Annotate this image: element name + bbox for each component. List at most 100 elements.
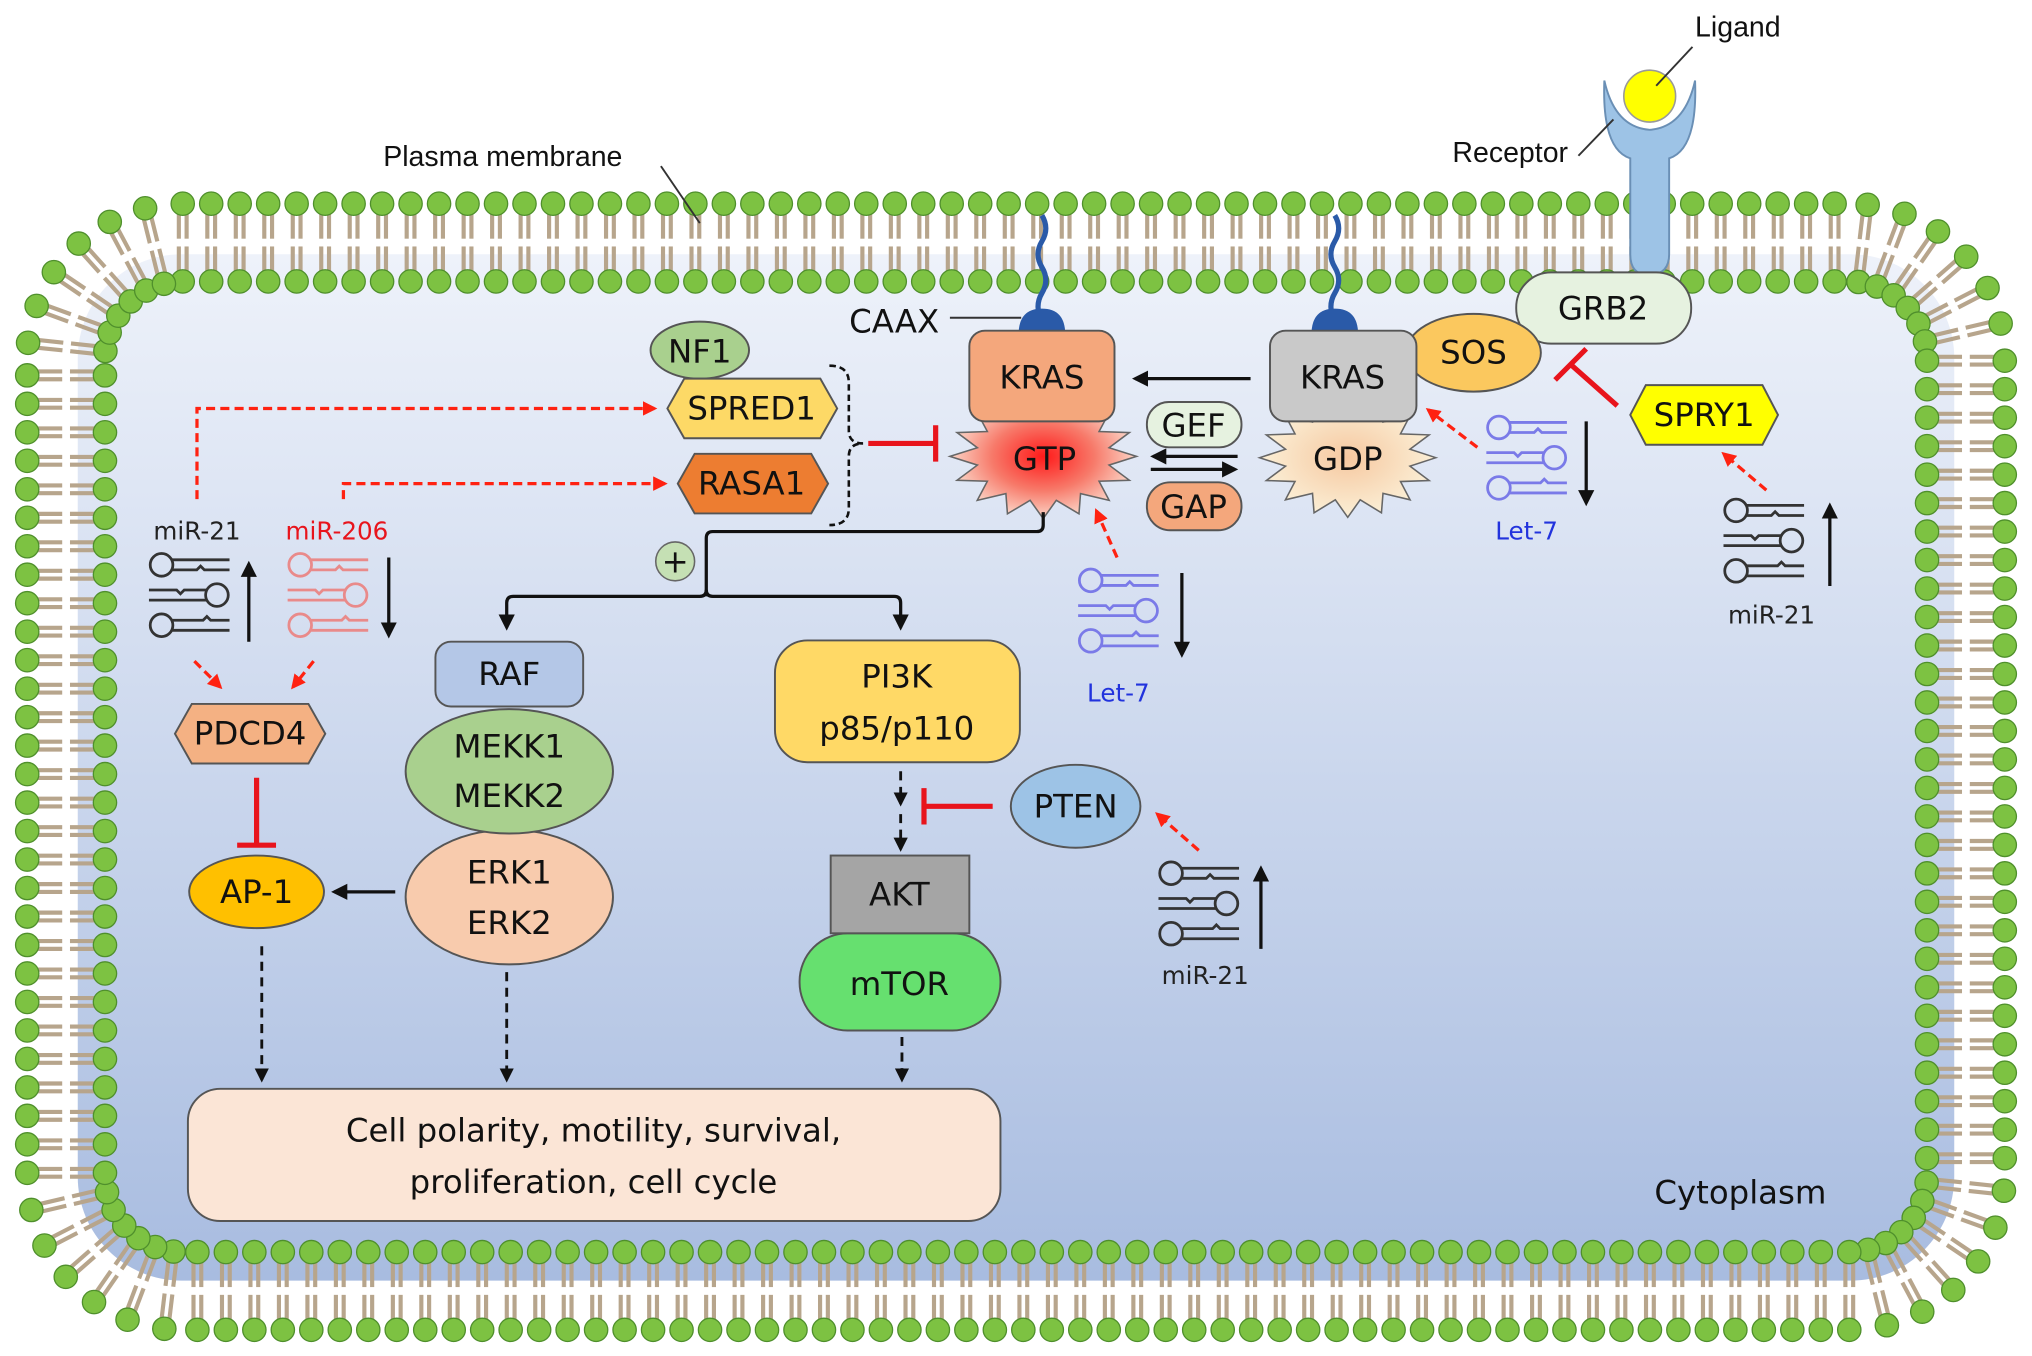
lipid-head (1836, 1239, 1862, 1265)
gap-node (1145, 481, 1243, 532)
lipid-head (512, 269, 537, 294)
lipid-tail (1872, 1291, 1883, 1317)
lipid-tail (83, 1216, 108, 1232)
plasma-membrane-label: Plasma membrane (383, 141, 622, 173)
receptor-pointer (1577, 118, 1615, 157)
lipid-head (1252, 269, 1278, 294)
lipid-head (1914, 832, 1940, 858)
lipid-head (1381, 1317, 1406, 1343)
lipid-head (1580, 1317, 1606, 1343)
lipid-head (14, 932, 40, 958)
lipid-head (469, 1239, 495, 1265)
lipid-head (92, 961, 118, 986)
lipid-head (1914, 690, 1940, 715)
lipid-tail (1901, 267, 1919, 291)
lipid-head (796, 191, 822, 217)
gtp-label: GTP (1013, 440, 1076, 478)
lipid-head (92, 818, 118, 844)
lipid-tail (1932, 1198, 1958, 1212)
lipid-tail (1928, 309, 1953, 325)
kras-gtp-label: KRAS (999, 358, 1084, 396)
lipid-head (1138, 191, 1164, 217)
activation-plus-badge (654, 541, 696, 582)
let7-gdp-label: Let-7 (1495, 516, 1558, 545)
lipid-head (1914, 1003, 1940, 1029)
lipid-head (1914, 1031, 1940, 1057)
lipid-head (1793, 191, 1819, 217)
gdp-label: GDP (1313, 440, 1383, 478)
lipid-tail (124, 260, 140, 285)
lipid-head (92, 1160, 118, 1186)
lipid-head (697, 1317, 723, 1343)
lipid-head (640, 1239, 666, 1265)
lipid-tail (1880, 1289, 1891, 1315)
lipid-head (1992, 462, 2018, 487)
lipid-head (92, 875, 118, 901)
lipid-tail (1857, 214, 1865, 240)
lipid-head (1925, 219, 1951, 244)
mir21-targets-spred1 (195, 401, 658, 500)
lipid-head (1914, 490, 1940, 516)
lipid-head (825, 269, 851, 294)
lipid-head (1409, 1317, 1435, 1343)
lipid-head (1914, 604, 1940, 630)
lipid-tail (1913, 236, 1931, 260)
lipid-head (1751, 1317, 1777, 1343)
lipid-tail (79, 1209, 104, 1225)
lipid-head (92, 1046, 118, 1072)
lipid-head (255, 269, 281, 294)
lipid-head (14, 818, 40, 844)
lipid-head (1992, 1145, 2018, 1171)
lipid-head (53, 1264, 79, 1290)
lipid-head (882, 269, 908, 294)
lipid-head (355, 1317, 381, 1343)
lipid-head (1181, 1239, 1207, 1265)
lipid-head (92, 476, 118, 502)
lipid-head (1067, 1317, 1093, 1343)
lipid-head (740, 191, 765, 217)
lipid-tail (1935, 259, 1958, 279)
pten-inhibits-akt (921, 788, 993, 825)
lipid-head (1914, 376, 1940, 402)
lipid-head (426, 191, 452, 217)
lipid-head (1267, 1317, 1292, 1343)
lipid-head (1991, 1178, 2017, 1204)
kras-gtp-node (968, 329, 1116, 423)
lipid-head (1252, 191, 1278, 217)
lipid-head (1523, 1239, 1549, 1265)
let7-targets-kras-gdp (1425, 407, 1479, 449)
gef-node (1145, 400, 1243, 449)
kras-gtp-lipid-anchor (1035, 214, 1049, 323)
lipid-head (151, 271, 177, 297)
lipid-tail (1864, 1260, 1875, 1286)
lipid-head (1992, 1117, 2018, 1143)
lipid-head (1110, 191, 1135, 217)
lipid-head (92, 904, 118, 929)
cytoplasm-label: Cytoplasm (1654, 1173, 1826, 1211)
lipid-tail (54, 1231, 79, 1247)
grb2-label: GRB2 (1558, 290, 1648, 328)
lipid-tail (1892, 1249, 1908, 1274)
lipid-head (910, 269, 936, 294)
lipid-head (1366, 269, 1392, 294)
lipid-tail (116, 228, 132, 252)
lipid-head (1666, 1317, 1691, 1343)
rasa1-label: RASA1 (698, 465, 805, 503)
lipid-head (92, 733, 118, 758)
lipid-tail (59, 279, 82, 297)
lipid-head (369, 269, 395, 294)
lipid-tail (149, 250, 160, 276)
lipid-head (1153, 1317, 1179, 1343)
lipid-head (92, 1018, 118, 1043)
lipid-head (1210, 1317, 1236, 1343)
lipid-head (1992, 490, 2018, 516)
lipid-head (1914, 661, 1940, 687)
kras-to-effectors-branch (704, 512, 1045, 597)
lipid-head (1495, 1317, 1520, 1343)
lipid-head (1238, 1239, 1264, 1265)
lipid-head (768, 269, 794, 294)
lipid-head (1914, 1088, 1940, 1114)
lipid-head (1914, 974, 1940, 1000)
lipid-head (92, 989, 118, 1015)
lipid-head (412, 1317, 438, 1343)
